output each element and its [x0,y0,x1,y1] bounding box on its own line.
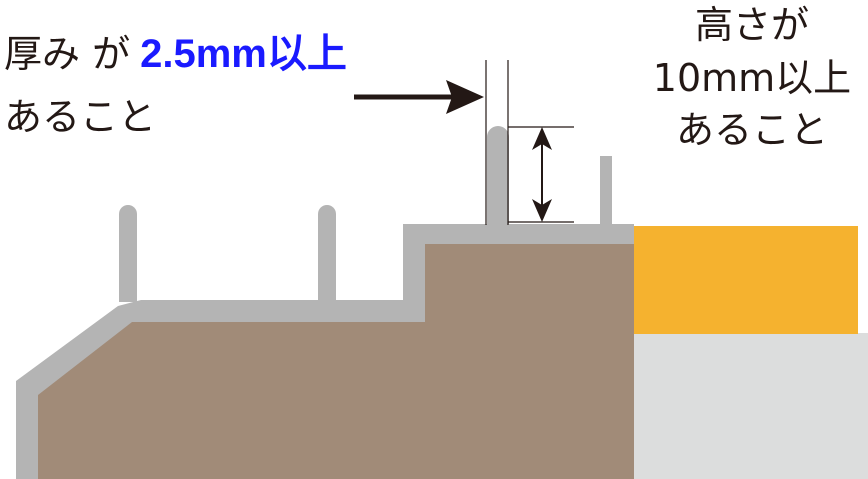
accent-block [634,226,858,334]
thickness-label-prefix: 厚み が [4,32,130,76]
rib-1 [119,205,137,302]
thickness-label-line1: 厚み が 2.5mm以上 [4,32,347,76]
thickness-label-value: 2.5mm以上 [140,32,347,76]
inner-fill [38,244,634,479]
thickness-label-line2: あること [4,95,156,139]
rib-tall [487,126,509,226]
base-block [634,333,868,479]
height-arrow-head-up [532,127,552,150]
height-label-line3: あること [676,108,828,152]
height-arrow-head-down [532,199,552,222]
rib-2 [318,205,336,302]
thickness-arrow-head [446,80,484,114]
height-label-line2: 10mm以上 [653,56,851,100]
rib-thin [600,156,612,226]
height-label-line1: 高さが [695,3,809,47]
